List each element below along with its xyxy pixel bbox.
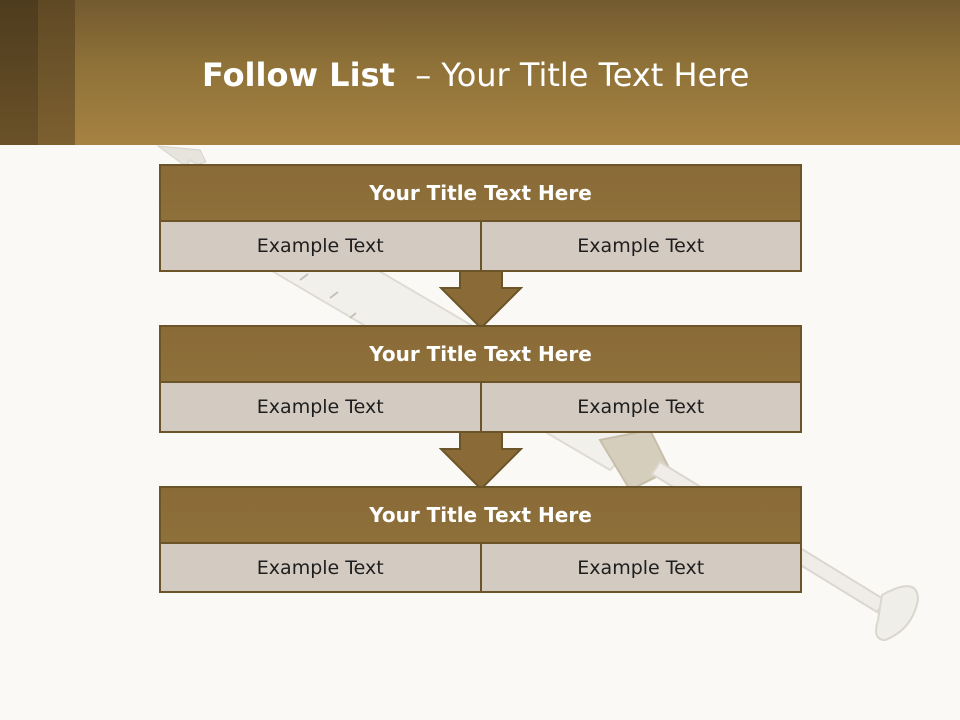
page-title-bold: Follow List xyxy=(202,56,395,94)
list-block-left-cell: Example Text xyxy=(256,235,384,257)
list-block-title: Your Title Text Here xyxy=(161,488,800,544)
list-block-left-cell: Example Text xyxy=(256,396,384,418)
list-block-left-cell: Example Text xyxy=(256,557,384,579)
list-block-2: Your Title Text Here Example Text Exampl… xyxy=(159,325,802,433)
list-block-right-cell: Example Text xyxy=(479,544,801,592)
list-block-title: Your Title Text Here xyxy=(161,327,800,383)
banner-stripe-dark xyxy=(0,0,38,145)
down-arrow-icon xyxy=(439,431,523,491)
page-title-rest: – Your Title Text Here xyxy=(415,56,750,94)
list-block-title: Your Title Text Here xyxy=(161,166,800,222)
list-block-right-cell: Example Text xyxy=(479,383,801,431)
list-block-right-cell: Example Text xyxy=(479,222,801,270)
page-title: Follow List – Your Title Text Here xyxy=(202,53,749,97)
title-banner: Follow List – Your Title Text Here xyxy=(0,0,960,145)
banner-stripe-mid xyxy=(38,0,75,145)
down-arrow-icon xyxy=(439,270,523,330)
list-block-1: Your Title Text Here Example Text Exampl… xyxy=(159,164,802,272)
list-block-3: Your Title Text Here Example Text Exampl… xyxy=(159,486,802,593)
